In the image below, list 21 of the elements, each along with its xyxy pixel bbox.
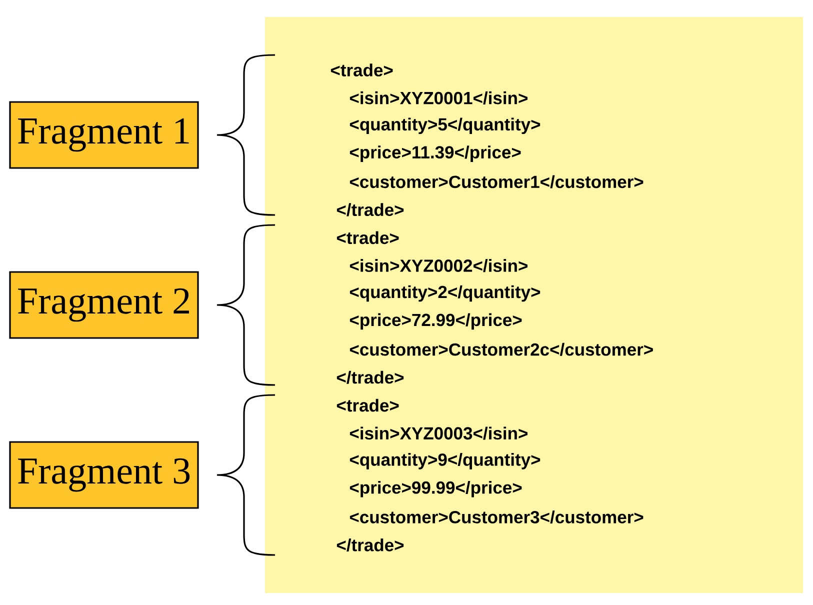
code-line: <customer>Customer1</customer> bbox=[350, 175, 644, 188]
code-line: <isin>XYZ0001</isin> bbox=[350, 91, 528, 104]
code-line: <quantity>2</quantity> bbox=[350, 285, 540, 302]
code-line: </trade> bbox=[336, 538, 404, 552]
code-line: <quantity>9</quantity> bbox=[350, 453, 540, 470]
code-line: <trade> bbox=[336, 231, 399, 244]
code-line: <price>99.99</price> bbox=[350, 480, 522, 498]
code-line: <price>11.39</price> bbox=[350, 146, 521, 162]
fragment-box: Fragment 2 bbox=[9, 271, 199, 339]
code-line: <quantity>5</quantity> bbox=[350, 118, 540, 134]
fragment-box: Fragment 3 bbox=[9, 441, 199, 509]
code-line: </trade> bbox=[336, 370, 404, 384]
code-line: </trade> bbox=[336, 203, 404, 216]
code-line: <customer>Customer3</customer> bbox=[350, 510, 644, 524]
code-line: <trade> bbox=[336, 398, 399, 412]
code-line: <price>72.99</price> bbox=[350, 313, 522, 330]
code-line: <isin>XYZ0002</isin> bbox=[350, 259, 528, 272]
fragment-box: Fragment 1 bbox=[9, 101, 199, 169]
code-line: <trade> bbox=[330, 64, 393, 76]
code-line: <isin>XYZ0003</isin> bbox=[350, 426, 528, 440]
code-line: <customer>Customer2c</customer> bbox=[350, 342, 653, 356]
